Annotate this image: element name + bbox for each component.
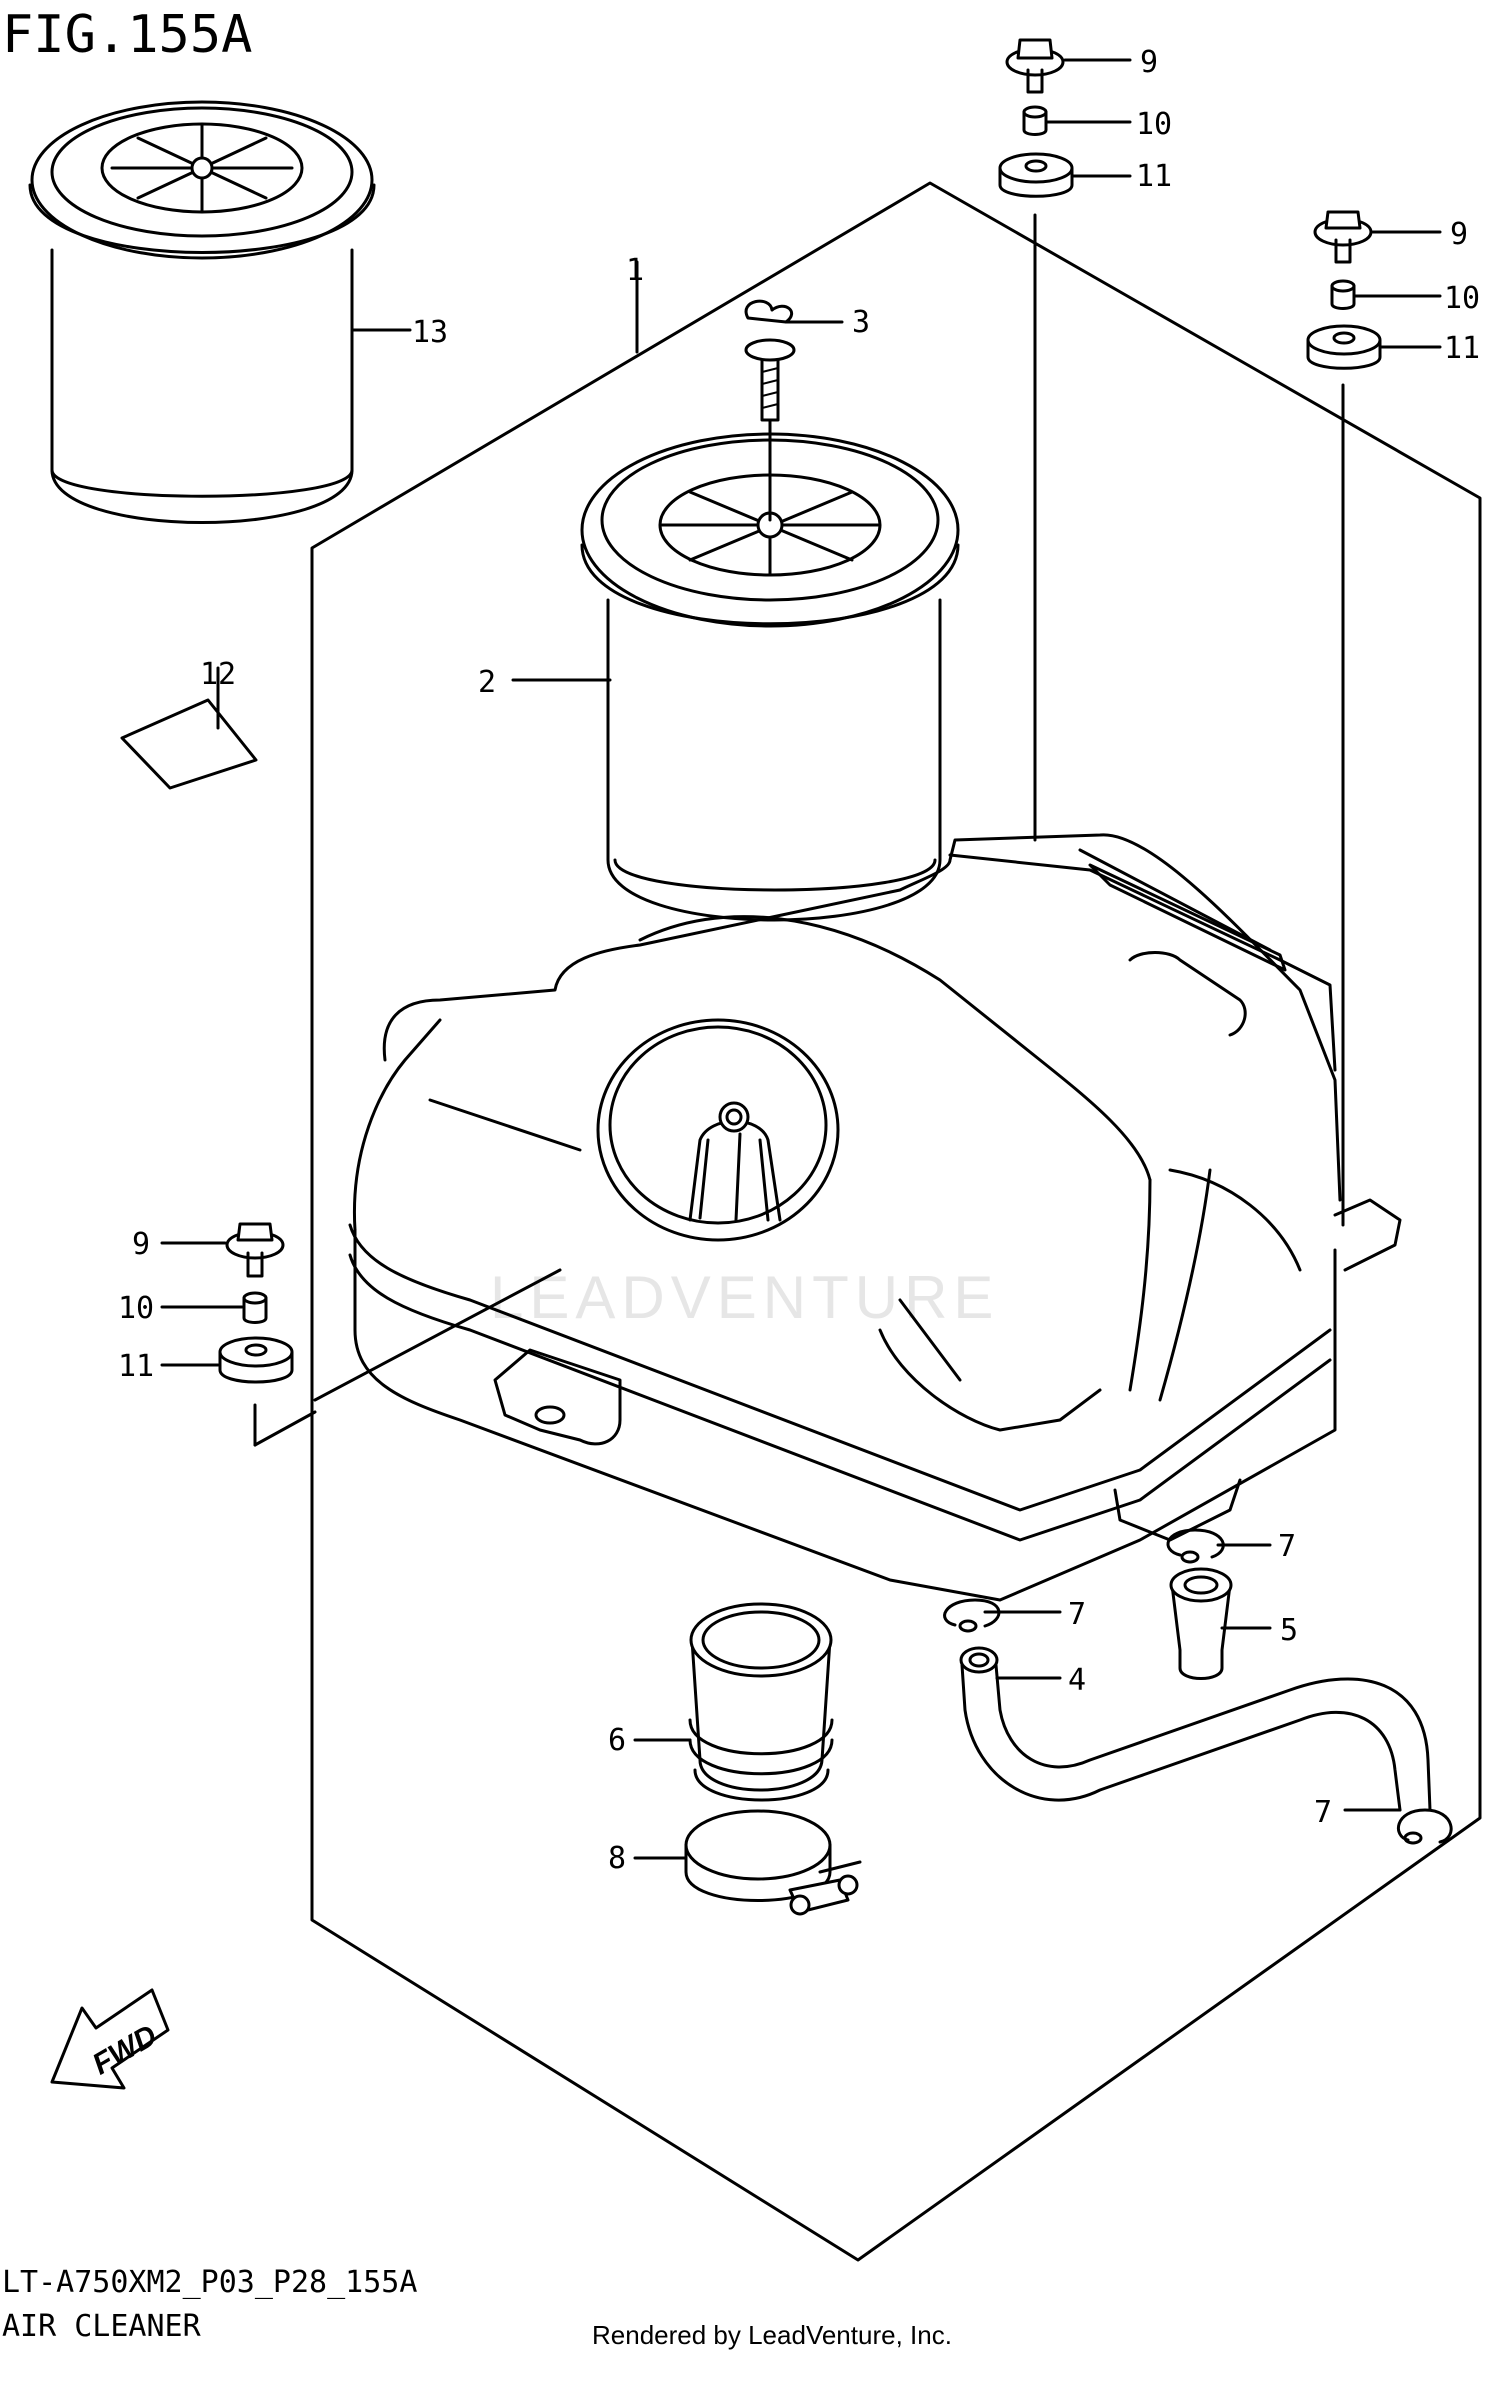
callout-10a: 10 — [1136, 107, 1172, 142]
mount-hardware-top-center — [998, 38, 1074, 198]
watermark-text: LEADVENTURE — [490, 1264, 999, 1331]
fwd-arrow-icon: FWD — [50, 1988, 170, 2090]
callout-3: 3 — [852, 305, 870, 340]
callout-9c: 9 — [132, 1227, 150, 1262]
callout-numbers: 1 2 3 4 5 6 7 7 7 8 9 9 9 10 10 10 11 11… — [118, 45, 1480, 1876]
part-group-name: AIR CLEANER — [2, 2309, 202, 2344]
model-code: LT-A750XM2_P03_P28_155A — [2, 2265, 417, 2300]
label-12 — [120, 698, 258, 790]
callout-4: 4 — [1068, 1663, 1086, 1698]
wing-bolt-3 — [744, 299, 796, 522]
callout-12: 12 — [200, 657, 236, 692]
callout-9a: 9 — [1140, 45, 1158, 80]
filter-element-13 — [28, 100, 376, 524]
clip-7-b — [943, 1598, 1001, 1633]
assembly-outline — [310, 181, 1482, 2262]
clip-7-a — [1166, 1528, 1225, 1564]
callout-8: 8 — [608, 1841, 626, 1876]
callout-10b: 10 — [1444, 281, 1480, 316]
hose-clamp-8 — [684, 1809, 862, 1916]
callout-9b: 9 — [1450, 217, 1468, 252]
callout-7b: 7 — [1068, 1597, 1086, 1632]
callout-7c: 7 — [1314, 1795, 1332, 1830]
callout-11c: 11 — [118, 1349, 154, 1384]
rendered-by: Rendered by LeadVenture, Inc. — [592, 2320, 952, 2350]
air-cleaner-box-1 — [253, 213, 1402, 1602]
drain-hose-4 — [959, 1646, 1432, 1812]
callout-7a: 7 — [1278, 1529, 1296, 1564]
filter-element-2 — [580, 432, 960, 922]
callout-10c: 10 — [118, 1291, 154, 1326]
figure-title: FIG.155A — [2, 5, 252, 65]
callout-11b: 11 — [1444, 331, 1480, 366]
callout-1: 1 — [626, 253, 644, 288]
callout-13: 13 — [412, 315, 448, 350]
clip-7-c — [1397, 1808, 1453, 1845]
callout-11a: 11 — [1136, 159, 1172, 194]
drain-plug-5 — [1169, 1567, 1233, 1680]
callout-5: 5 — [1280, 1613, 1298, 1648]
intake-joint-6 — [688, 1602, 834, 1802]
mount-hardware-top-right — [1306, 210, 1382, 370]
callout-2: 2 — [478, 665, 496, 700]
mount-hardware-left — [218, 1222, 294, 1384]
callout-6: 6 — [608, 1723, 626, 1758]
